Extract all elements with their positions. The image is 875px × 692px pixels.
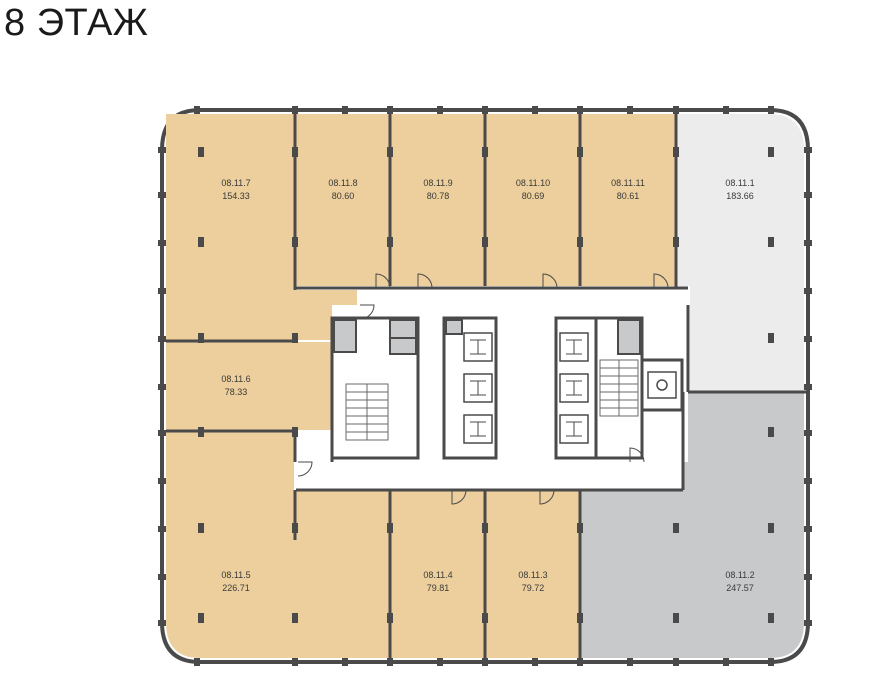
- unit-area-label: 247.57: [726, 583, 754, 593]
- unit-area-label: 154.33: [222, 191, 250, 201]
- doors: [297, 273, 669, 505]
- unit-area-label: 226.71: [222, 583, 250, 593]
- unit-code-label: 08.11.3: [518, 570, 547, 580]
- core-gray-rooms: [333, 319, 641, 355]
- unit-code-label: 08.11.1: [725, 178, 754, 188]
- unit-08-11-9[interactable]: [391, 114, 484, 286]
- unit-08-11-6[interactable]: [166, 342, 332, 430]
- unit-code-label: 08.11.10: [516, 178, 550, 188]
- floor-title: 8 ЭТАЖ: [4, 2, 149, 44]
- unit-area-label: 80.69: [522, 191, 545, 201]
- unit-08-11-10[interactable]: [486, 114, 579, 286]
- unit-area-label: 79.81: [427, 583, 450, 593]
- unit-code-label: 08.11.8: [328, 178, 357, 188]
- elevator-marks: [470, 339, 582, 437]
- unit-area-label: 78.33: [225, 387, 248, 397]
- unit-08-11-11[interactable]: [581, 114, 675, 286]
- unit-08-11-5[interactable]: [166, 432, 389, 658]
- unit-code-label: 08.11.4: [423, 570, 452, 580]
- unit-code-label: 08.11.11: [611, 178, 645, 188]
- elevators: [463, 332, 589, 444]
- unit-area-label: 80.60: [332, 191, 355, 201]
- restroom-icon: [647, 371, 677, 399]
- unit-08-11-1[interactable]: [677, 114, 804, 392]
- unit-08-11-3[interactable]: [486, 490, 579, 658]
- unit-code-label: 08.11.2: [725, 570, 754, 580]
- restroom-fixture-icon: [656, 379, 668, 391]
- unit-area-label: 80.78: [427, 191, 450, 201]
- unit-area-label: 183.66: [726, 191, 754, 201]
- unit-08-11-2[interactable]: [581, 392, 804, 658]
- stairs-left: [345, 383, 389, 441]
- partition-walls: [166, 114, 806, 658]
- facade-mullions: [158, 106, 812, 666]
- unit-area-label: 80.61: [617, 191, 640, 201]
- unit-code-label: 08.11.5: [221, 570, 250, 580]
- unit-code-label: 08.11.7: [221, 178, 250, 188]
- unit-area-label: 79.72: [522, 583, 545, 593]
- unit-08-11-7[interactable]: [166, 114, 357, 340]
- elevator-icon: [559, 373, 589, 403]
- stairs-right: [599, 359, 639, 417]
- corridor-lower: [296, 462, 683, 490]
- corridor: [357, 288, 688, 305]
- columns: [198, 147, 774, 623]
- core-walls: [296, 286, 690, 492]
- unit-08-11-4[interactable]: [391, 490, 484, 658]
- unit-code-label: 08.11.6: [221, 374, 250, 384]
- unit-code-label: 08.11.9: [423, 178, 452, 188]
- unit-08-11-8[interactable]: [296, 114, 389, 286]
